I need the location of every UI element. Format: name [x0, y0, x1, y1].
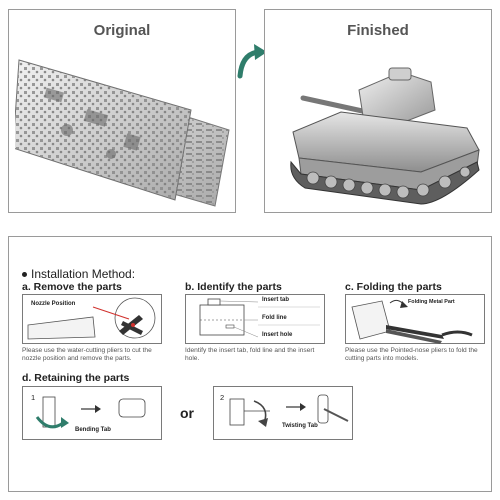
pliers-icon [119, 315, 143, 335]
step-d-heading: d. Retaining the parts [22, 372, 130, 384]
bending-tab-illustration: 1 Bending Tab [22, 386, 162, 440]
step-b-heading: b. Identify the parts [185, 281, 282, 293]
pliers-icon [386, 325, 473, 344]
tank-model-image [290, 67, 480, 205]
option-2-number: 2 [220, 393, 225, 402]
bullet-icon [22, 272, 27, 278]
nozzle-position-label: Nozzle Position [31, 301, 76, 307]
arrow-right-icon [286, 403, 306, 411]
finished-title: Finished [347, 22, 409, 39]
step-c-illustration: Folding Metal Part [345, 294, 485, 344]
original-title: Original [93, 22, 151, 39]
step-b-illustration: Insert tab Fold line Insert hole [185, 294, 325, 344]
bend-arrow-icon [61, 417, 69, 428]
step-a-heading: a. Remove the parts [22, 281, 122, 293]
metal-sheets-image [15, 59, 230, 207]
step-c-description: Please use the Pointed-nose pliers to fo… [345, 347, 478, 362]
twisting-drawing [229, 394, 349, 427]
original-panel: Original [8, 9, 236, 213]
folding-metal-part-label: Folding Metal Part [408, 299, 455, 305]
bending-drawing [35, 396, 146, 429]
installation-title-text: Installation Method: [31, 267, 136, 281]
insert-tab-label: Insert tab [262, 297, 290, 303]
finished-panel: Finished [264, 9, 492, 213]
step-c-heading: c. Folding the parts [345, 281, 442, 293]
installation-title: Installation Method: [22, 267, 135, 281]
or-separator: or [180, 405, 194, 421]
fold-line-label: Fold line [262, 315, 287, 321]
installation-section [8, 236, 492, 492]
folding-drawing [351, 299, 473, 344]
bending-tab-label: Bending Tab [75, 427, 111, 433]
step-b-description: Identify the insert tab, fold line and t… [185, 347, 315, 362]
twisting-tab-illustration: 2 Twisting Tab [213, 386, 353, 440]
step-a-description: Please use the water-cutting pliers to c… [22, 347, 152, 362]
part-diagram [199, 298, 320, 338]
step-a-illustration: Nozzle Position [22, 294, 162, 344]
insert-hole-label: Insert hole [262, 332, 293, 338]
twisting-tab-label: Twisting Tab [282, 423, 318, 429]
option-1-number: 1 [31, 393, 36, 402]
curved-arrow-icon [237, 44, 267, 79]
arrow-right-icon [81, 405, 101, 413]
twist-arrow-icon [258, 418, 268, 427]
pliers-cut-drawing [27, 297, 156, 340]
